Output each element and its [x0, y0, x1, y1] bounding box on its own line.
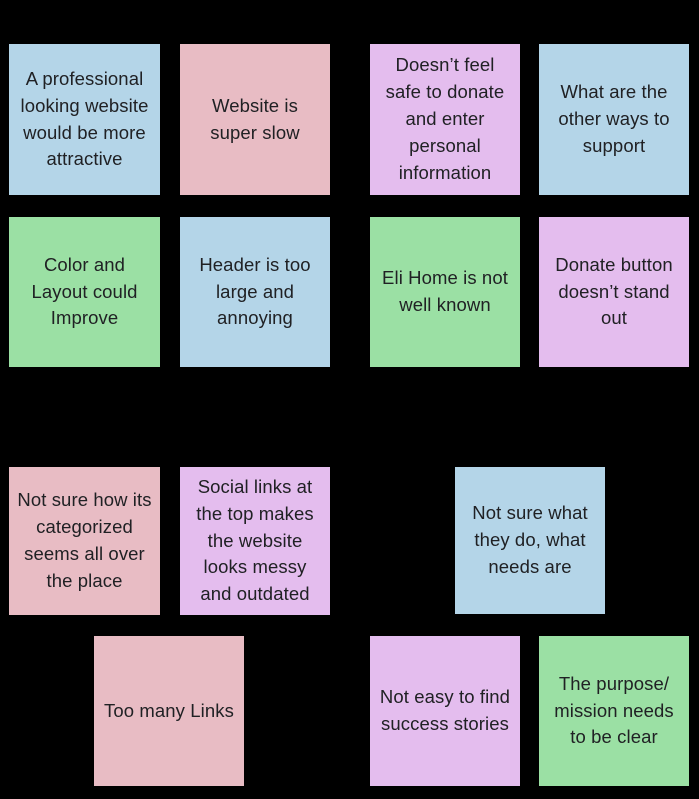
note-header-too-large[interactable]: Header is too large and annoying — [180, 217, 330, 367]
note-color-and-layout[interactable]: Color and Layout could Improve — [9, 217, 160, 367]
note-professional-looking-website[interactable]: A professional looking website would be … — [9, 44, 160, 195]
note-not-easy-find-success-stories[interactable]: Not easy to find success stories — [370, 636, 520, 786]
note-other-ways-to-support[interactable]: What are the other ways to support — [539, 44, 689, 195]
note-eli-home-not-well-known[interactable]: Eli Home is not well known — [370, 217, 520, 367]
note-social-links-messy[interactable]: Social links at the top makes the websit… — [180, 467, 330, 615]
note-purpose-mission-clear[interactable]: The purpose/ mission needs to be clear — [539, 636, 689, 786]
note-website-super-slow[interactable]: Website is super slow — [180, 44, 330, 195]
note-donate-button-doesnt-stand-out[interactable]: Donate button doesn’t stand out — [539, 217, 689, 367]
note-too-many-links[interactable]: Too many Links — [94, 636, 244, 786]
note-not-sure-what-they-do[interactable]: Not sure what they do, what needs are — [455, 467, 605, 614]
note-doesnt-feel-safe-to-donate[interactable]: Doesn’t feel safe to donate and enter pe… — [370, 44, 520, 195]
note-not-sure-how-categorized[interactable]: Not sure how its categorized seems all o… — [9, 467, 160, 615]
